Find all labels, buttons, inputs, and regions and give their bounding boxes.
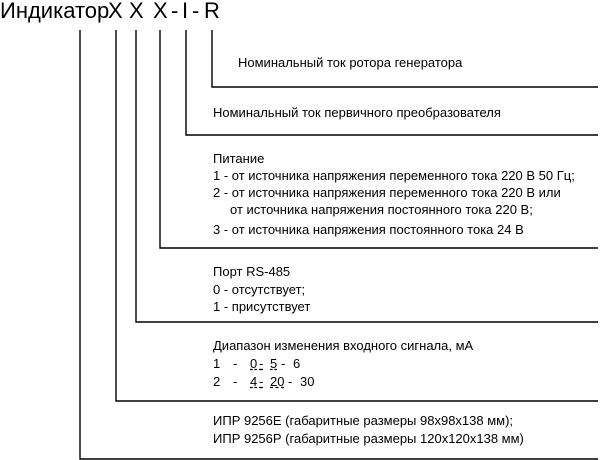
port-title: Порт RS-485 — [213, 264, 291, 279]
power-option-1: 1 - от источника напряжения переменного … — [213, 168, 575, 183]
range-row-number: 2 — [213, 374, 221, 389]
line-x2 — [135, 30, 598, 323]
power-option-2-cont: от источника напряжения постоянного тока… — [230, 202, 533, 217]
range-separator: - — [259, 356, 264, 371]
line-x1 — [115, 30, 598, 402]
primary-current-label: Номинальный ток первичного преобразовате… — [213, 105, 501, 120]
rotor-current-label: Номинальный ток ротора генератора — [238, 55, 463, 70]
code-x2: X — [129, 0, 144, 23]
code-dash-2: - — [192, 0, 200, 23]
range-separator: - — [233, 374, 238, 389]
range-separator: - — [233, 356, 238, 371]
range-separator: - — [281, 356, 286, 371]
code-x3: X — [153, 0, 168, 23]
line-prefix — [79, 30, 598, 460]
port-option-1: 1 - присутствует — [213, 299, 311, 314]
line-r — [211, 30, 598, 88]
code-prefix: Индикатор — [0, 0, 110, 23]
range-max: 30 — [300, 374, 315, 389]
line-i — [185, 30, 598, 136]
code-dash-1: - — [171, 0, 179, 23]
range-separator: - — [288, 374, 293, 389]
code-x1: X — [108, 0, 123, 23]
range-min: 4 — [250, 374, 258, 389]
model-option-e: ИПР 9256Е (габаритные размеры 98х98х138 … — [213, 413, 514, 428]
model-option-p: ИПР 9256Р (габаритные размеры 120х120х13… — [213, 431, 524, 446]
range-nominal: 5 — [270, 356, 278, 371]
range-max: 6 — [293, 356, 301, 371]
range-title: Диапазон изменения входного сигнала, мА — [213, 338, 474, 353]
range-separator: - — [259, 374, 264, 389]
range-row-number: 1 — [213, 356, 221, 371]
port-option-0: 0 - отсутствует; — [213, 282, 306, 297]
power-option-3: 3 - от источника напряжения постоянного … — [213, 222, 524, 237]
line-x3 — [159, 30, 598, 249]
code-i: I — [182, 0, 189, 23]
power-title: Питание — [213, 151, 265, 166]
range-min: 0 — [250, 356, 258, 371]
code-r: R — [204, 0, 220, 23]
power-option-2: 2 - от источника напряжения переменного … — [213, 185, 561, 200]
range-nominal: 20 — [270, 374, 285, 389]
